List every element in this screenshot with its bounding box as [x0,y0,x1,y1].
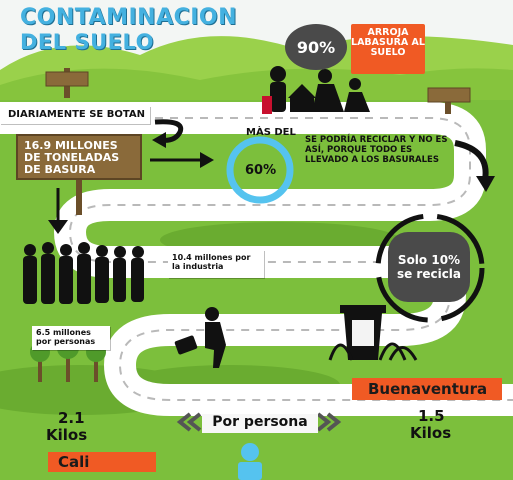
recycle-ring [375,213,485,323]
right-arrow-head [200,152,214,168]
cali-value: 2.1 [58,409,85,427]
road-dashes [0,117,513,401]
down-arrow-head [48,220,68,234]
industria-label: 10.4 millones por la industria [168,250,264,278]
curve-arrow-right [454,140,489,181]
personas-label: 6.5 millones por personas [32,326,110,350]
arroja-label: ARROJA LABASURA AL SUELO [351,24,425,74]
reciclar-text: SE PODRÍA RECICLAR Y NO ES ASÍ, PORQUE T… [305,135,448,165]
buena-city-label: Buenaventura [352,378,502,400]
solo-10-text: Solo 10% se recicla [396,253,462,281]
por-persona-label: Por persona [202,414,318,433]
curved-arrow-head [152,132,166,148]
walking-person [174,307,226,368]
tons-board: 16.9 MILLONES DE TONELADAS DE BASURA [16,134,142,180]
top-people [262,66,370,114]
ninety-percent-value: 90% [296,37,336,57]
title-line2: DEL SUELO [20,30,154,54]
person-icon [238,443,262,480]
signpost-right [427,87,471,114]
cali-city-label: Cali [48,452,156,472]
chevrons-left [176,412,202,432]
chevrons-right [316,412,342,432]
curve-arrow-right-head [476,176,495,192]
curved-arrow [154,119,184,143]
trash-bin [328,305,418,361]
cali-unit: Kilos [46,426,88,444]
buena-value: 1.5 [418,407,445,425]
signpost-left [45,68,89,98]
buena-unit: Kilos [410,424,452,442]
title-line1: CONTAMINACION [20,5,238,30]
sixty-ring [226,136,294,204]
house [288,84,316,112]
solo-10-badge: Solo 10% se recicla [388,232,470,302]
tons-board-post [76,175,82,215]
diariamente-label: DIARIAMENTE SE BOTAN [0,106,150,124]
people-silhouettes [23,242,144,304]
sixty-percent-value: 60% [245,163,277,178]
ninety-percent-badge: 90% [285,24,347,70]
mas-del-label: MÀS DEL [246,127,296,138]
